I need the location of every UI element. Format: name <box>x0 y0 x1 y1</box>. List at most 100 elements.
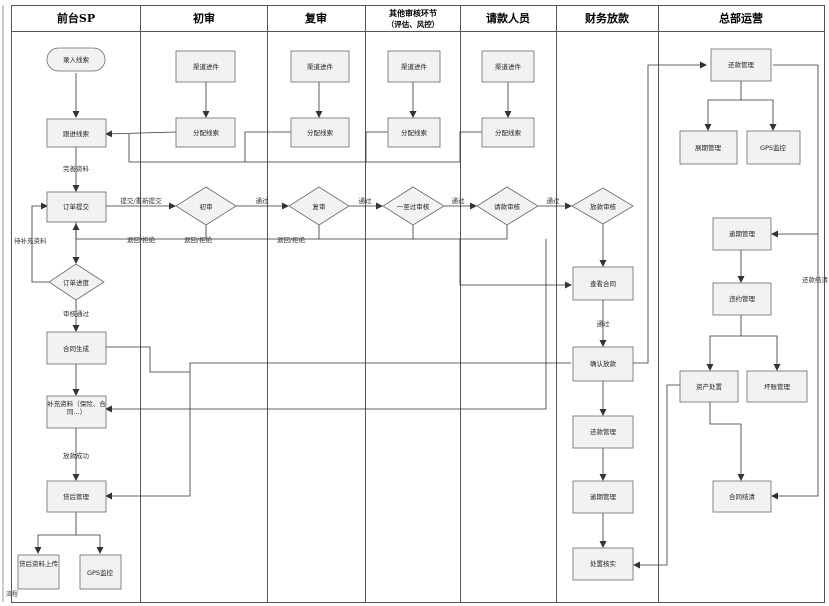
lane-title-other: 其他审核环节 <box>389 8 437 18</box>
node-upload[interactable] <box>17 554 60 590</box>
label-channel-4: 渠道进件 <box>495 62 522 71</box>
label-postloan: 贷后管理 <box>63 492 90 501</box>
lane-title-applicant: 请款人员 <box>486 11 530 25</box>
edge-label-pass5: 通过 <box>597 319 611 328</box>
edge-label-repay-settle: 还款结清 <box>802 275 829 284</box>
label-track-lead: 跟进线索 <box>63 129 90 138</box>
lane-title-second: 复审 <box>304 11 327 25</box>
edge-label-pass2: 通过 <box>359 196 373 205</box>
label-assign-2: 分配线索 <box>307 128 334 137</box>
label-assign-1: 分配线索 <box>193 128 220 137</box>
label-overdue-fin: 逾期管理 <box>590 492 617 501</box>
edge-label-submit: 提交/重新提交 <box>120 196 162 205</box>
node-dispose[interactable] <box>572 547 634 581</box>
node-confirm-loan[interactable] <box>572 346 634 382</box>
edge-label-pass3: 通过 <box>452 196 466 205</box>
edge-label-pass1: 通过 <box>256 196 270 205</box>
label-assign-3: 分配线索 <box>401 128 428 137</box>
label-baddebt: 坏账管理 <box>764 382 791 391</box>
node-channel-1[interactable] <box>175 50 236 83</box>
side-label: 流程 <box>6 590 18 598</box>
node-extend[interactable] <box>679 130 738 165</box>
label-second-review: 复审 <box>313 202 326 211</box>
label-repay-fin: 还款管理 <box>590 427 617 436</box>
edge-label-pass4: 通过 <box>547 196 561 205</box>
label-order-progress: 订单进度 <box>63 278 90 287</box>
node-asset[interactable] <box>679 370 739 403</box>
node-pass-all[interactable] <box>382 186 445 226</box>
node-contract-gen[interactable] <box>46 331 107 365</box>
label-request-review: 请款审核 <box>494 202 521 211</box>
flow-nodes <box>17 47 808 590</box>
label-channel-1: 渠道进件 <box>193 62 220 71</box>
node-track-lead[interactable] <box>46 118 107 148</box>
node-assign-2[interactable] <box>290 117 350 148</box>
node-repay-hq[interactable] <box>710 48 772 82</box>
label-odue-hq: 违约管理 <box>729 294 756 303</box>
edge-label-complete-info: 完善资料 <box>63 164 90 173</box>
label-input-lead: 录入线索 <box>63 55 90 64</box>
node-input-lead[interactable] <box>46 47 106 72</box>
node-repay-fin[interactable] <box>572 415 634 449</box>
lane-title-finance: 财务放款 <box>584 11 630 25</box>
label-upload: 贷后资料上传 <box>19 560 58 568</box>
edge-labels: 完善资料 提交/重新提交 通过 通过 通过 通过 退回/拒绝 退回/拒绝 退回/… <box>14 164 829 460</box>
node-second-review[interactable] <box>288 186 350 226</box>
label-dispose: 处置核实 <box>590 559 617 568</box>
node-order-progress[interactable] <box>48 263 105 301</box>
node-channel-3[interactable] <box>387 50 441 83</box>
node-first-review[interactable] <box>175 186 237 226</box>
label-extend: 展期管理 <box>695 143 722 152</box>
node-labels: 录入线索 跟进线索 订单提交 订单进度 合同生成 补充资料（保险、合同...） … <box>19 55 791 577</box>
lane-title-first: 初审 <box>193 11 215 25</box>
label-upload-wrap: 贷后资料上传 <box>19 560 58 568</box>
node-request-review[interactable] <box>476 186 539 226</box>
node-assign-3[interactable] <box>387 117 441 148</box>
lane-subtitle-other: （评估、风控） <box>387 19 440 29</box>
label-contract-gen: 合同生成 <box>63 344 90 353</box>
lane-title-sp: 前台SP <box>57 11 95 25</box>
label-first-review: 初审 <box>200 202 213 211</box>
label-gps-sp: GPS监控 <box>87 568 114 577</box>
node-loan-review[interactable] <box>571 187 634 225</box>
edge-label-reject1: 退回/拒绝 <box>127 235 156 244</box>
node-supplement[interactable] <box>46 395 107 429</box>
node-baddebt[interactable] <box>746 370 808 403</box>
node-gps-sp[interactable] <box>79 554 122 590</box>
edge-label-loan-success: 放款成功 <box>63 451 90 460</box>
edge-label-reject3: 退回/拒绝 <box>277 235 306 244</box>
edge-label-review-passed: 审核通过 <box>63 309 90 318</box>
label-assign-4: 分配线索 <box>495 128 522 137</box>
label-pass-all: 一至过审核 <box>397 202 430 211</box>
lane-headers: 前台SP 初审 复审 其他审核环节 （评估、风控） 请款人员 财务放款 总部运营 <box>57 8 763 29</box>
label-confirm-loan: 确认放款 <box>590 359 617 368</box>
label-asset: 资产处置 <box>696 382 723 391</box>
connectors <box>31 61 819 569</box>
label-settle: 合同结清 <box>729 492 756 501</box>
label-channel-3: 渠道进件 <box>401 62 428 71</box>
node-overdue-fin[interactable] <box>572 480 634 514</box>
node-odue-hq[interactable] <box>712 282 772 316</box>
label-channel-2: 渠道进件 <box>307 62 334 71</box>
node-overdue-hq[interactable] <box>712 217 772 251</box>
node-gps-hq[interactable] <box>746 130 801 165</box>
label-order-submit: 订单提交 <box>63 202 90 211</box>
node-assign-4[interactable] <box>481 117 535 148</box>
lane-grid <box>11 5 825 603</box>
node-assign-1[interactable] <box>175 117 236 148</box>
lane-title-hq: 总部运营 <box>719 11 763 25</box>
edge-label-pending-info: 待补充资料 <box>14 236 47 245</box>
node-view-contract[interactable] <box>572 266 634 301</box>
node-settle[interactable] <box>712 480 772 513</box>
node-channel-2[interactable] <box>290 50 350 83</box>
label-overdue-hq: 逾期管理 <box>729 229 756 238</box>
node-postloan[interactable] <box>46 480 107 513</box>
node-order-submit[interactable] <box>46 191 107 223</box>
node-channel-4[interactable] <box>481 50 535 83</box>
label-loan-review: 放款审核 <box>590 202 617 211</box>
label-gps-hq: GPS监控 <box>760 143 787 152</box>
edge-label-reject2: 退回/拒绝 <box>184 235 213 244</box>
label-repay-hq: 还款管理 <box>728 60 755 69</box>
label-view-contract: 查看合同 <box>590 279 616 288</box>
